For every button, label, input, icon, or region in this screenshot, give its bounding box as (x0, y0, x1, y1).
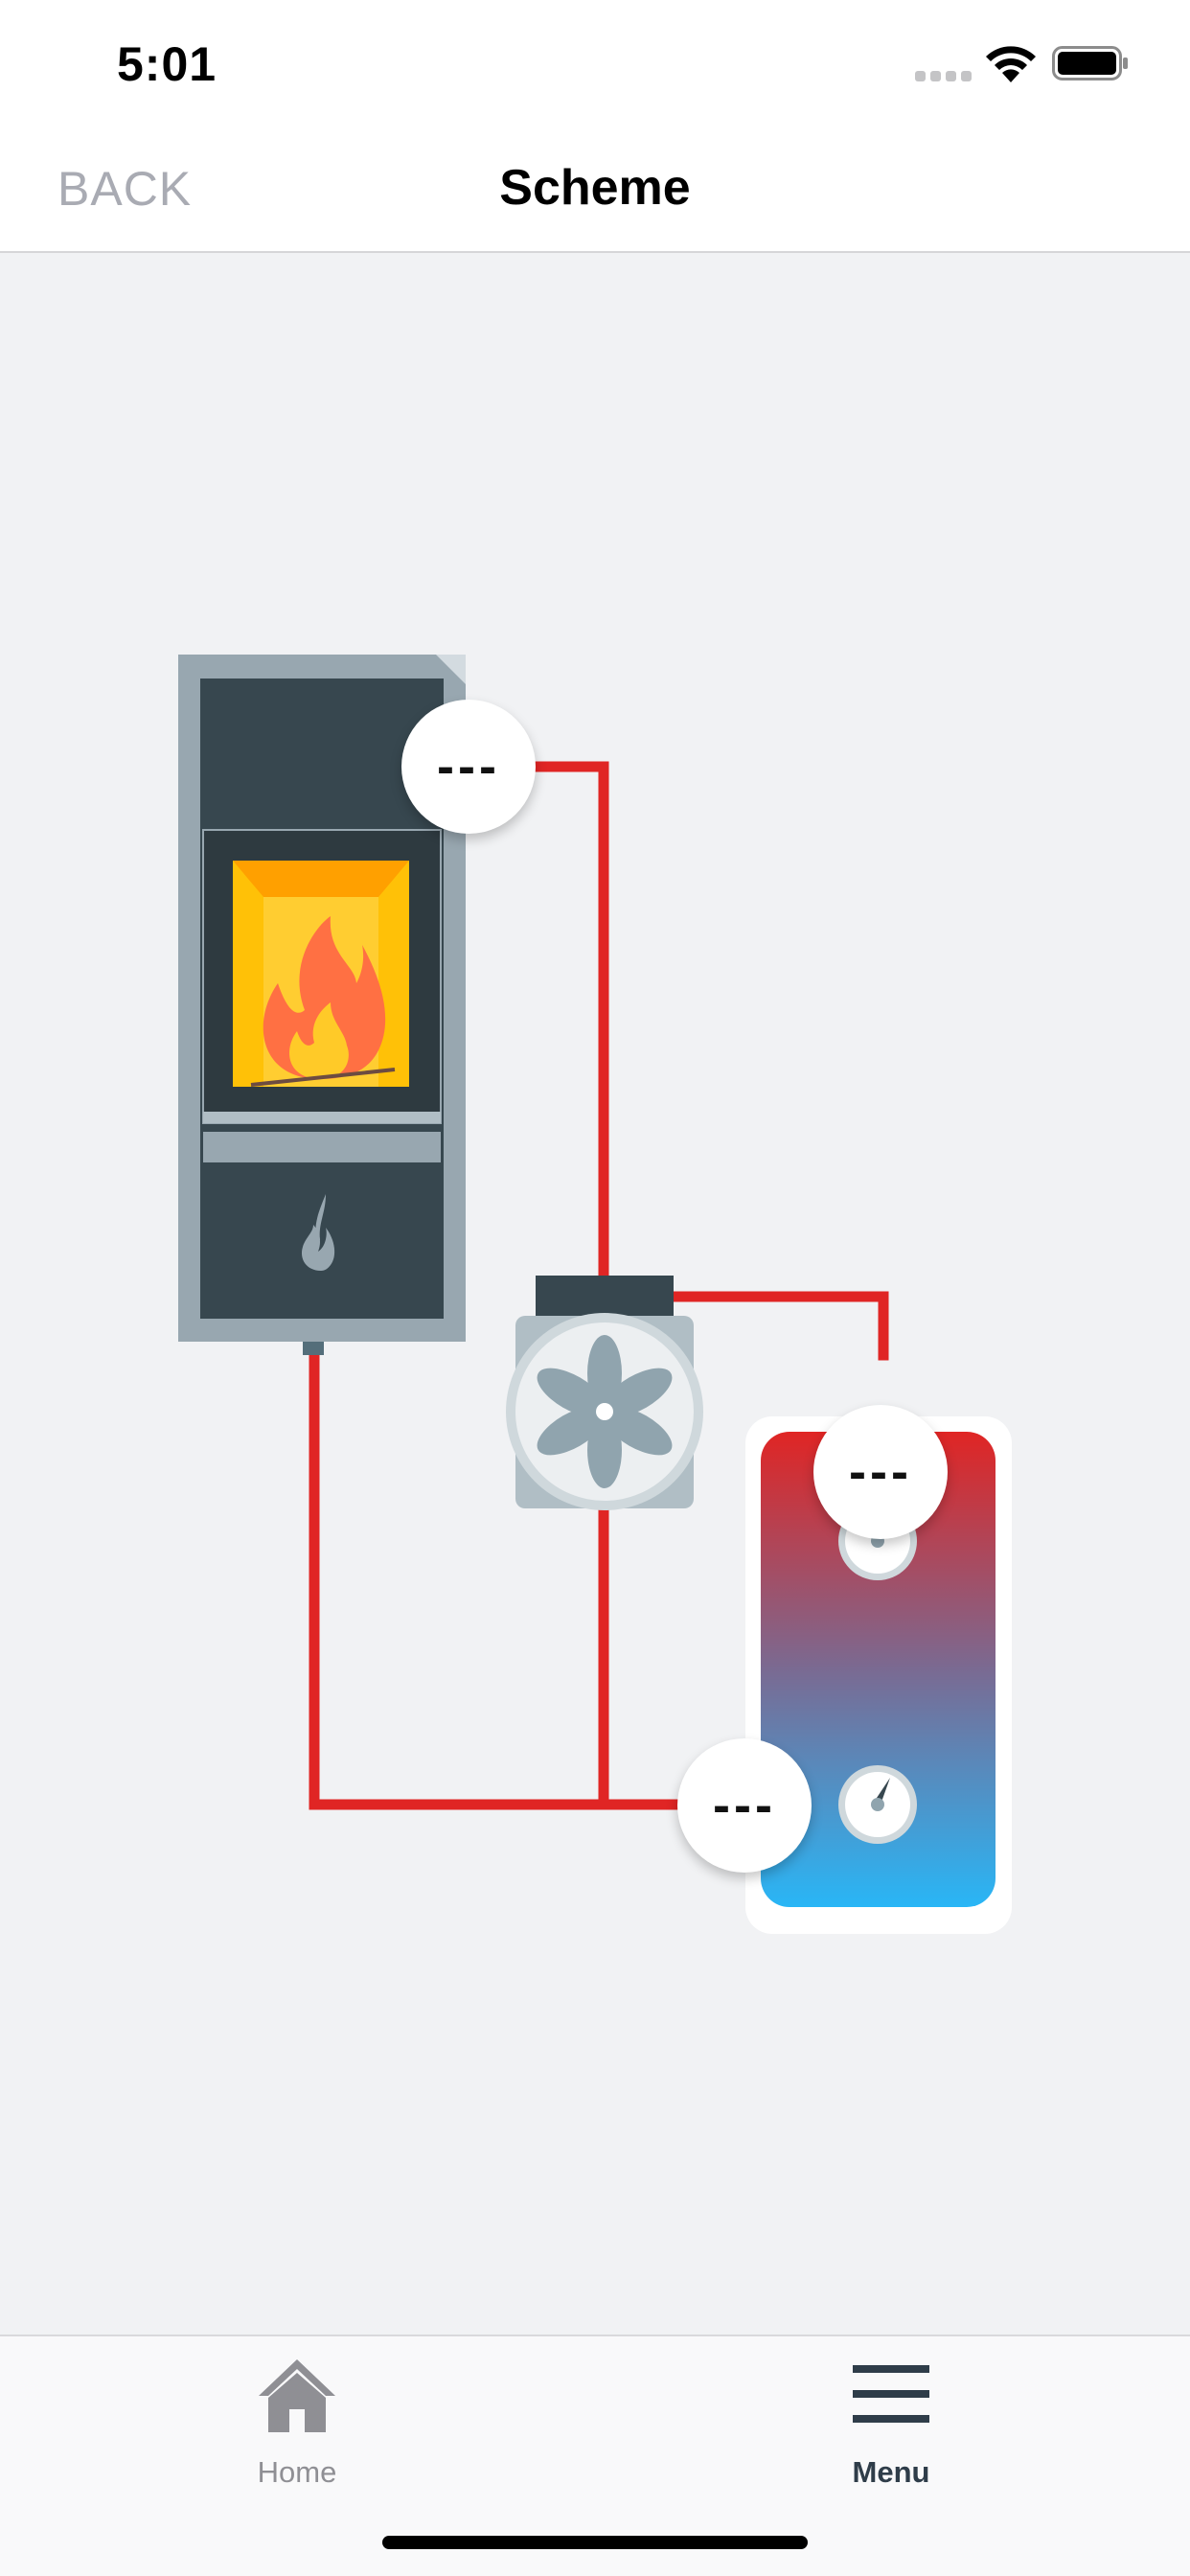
smoke-icon (301, 1225, 335, 1271)
nav-bar: BACK Scheme (0, 126, 1190, 253)
scheme-diagram: --- --- --- (0, 255, 1190, 2334)
status-bar: 5:01 (0, 0, 1190, 126)
scheme-svg (178, 655, 1012, 1934)
tab-home[interactable]: Home (153, 2336, 441, 2528)
cellular-signal-icon (915, 71, 973, 82)
pipe-pump-to-tank-top (665, 1291, 889, 1361)
pipe-stove-to-pump (519, 761, 609, 1286)
wifi-icon (986, 46, 1036, 82)
tank-top-value-badge[interactable]: --- (813, 1405, 948, 1539)
page-title: Scheme (499, 160, 691, 216)
battery-icon (1052, 46, 1128, 80)
pipe-stove-return (309, 1351, 686, 1810)
stove-outlet-value-badge[interactable]: --- (401, 700, 536, 834)
status-time: 5:01 (117, 37, 217, 91)
pump (506, 1276, 703, 1510)
home-indicator (382, 2536, 808, 2549)
tab-menu[interactable]: Menu (747, 2336, 1035, 2528)
tank-bottom-value-badge[interactable]: --- (677, 1738, 812, 1873)
fan-icon (537, 1335, 673, 1488)
home-icon (259, 2359, 335, 2432)
menu-icon (853, 2365, 929, 2423)
stove (178, 655, 466, 1355)
tab-menu-label: Menu (852, 2455, 930, 2489)
pipes (309, 761, 889, 1810)
gauge-bottom-icon (838, 1765, 917, 1844)
tab-home-label: Home (257, 2455, 337, 2489)
back-button[interactable]: BACK (57, 162, 193, 216)
